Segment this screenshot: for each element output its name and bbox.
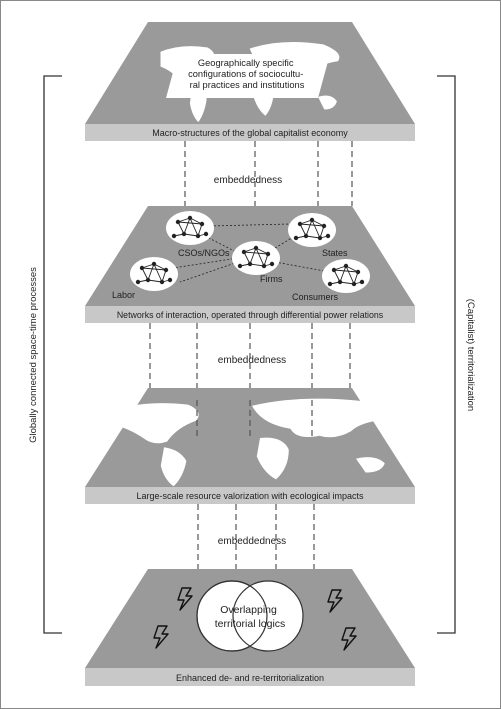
layer-territorialization: Overlapping territorial logics Enhanced … [85, 569, 415, 686]
left-side-label: Globally connected space-time processes [28, 267, 39, 443]
layer-networks: CSOs/NGOs States Firms Labor Consumers N… [85, 206, 415, 323]
network-graph-icon [287, 212, 337, 248]
embeddedness-label-3: embeddedness [218, 536, 286, 547]
dashed-connectors-3 [197, 504, 315, 572]
dashed-connectors-2 [149, 323, 351, 440]
layer-resource-valorization: Large-scale resource valorization with e… [85, 388, 415, 504]
right-side-label: (Capitalist) territorialization [465, 299, 476, 411]
right-bracket [437, 75, 456, 634]
actor-label-consumers: Consumers [292, 292, 339, 302]
actor-label-firms: Firms [260, 274, 283, 284]
layer-label-macro: Macro-structures of the global capitalis… [152, 128, 348, 138]
network-graph-icon [129, 256, 179, 292]
network-graph-icon [165, 210, 215, 246]
dashed-connectors-1 [184, 141, 353, 206]
actor-label-states: States [322, 248, 348, 258]
institutions-overlay-box [166, 54, 330, 98]
layer-label-networks: Networks of interaction, operated throug… [117, 310, 384, 320]
actor-label-csos: CSOs/NGOs [178, 248, 230, 258]
network-graph-icon [231, 240, 281, 276]
institutions-overlay-text: Geographically specific configurations o… [188, 58, 306, 90]
embeddedness-label-2: embeddedness [218, 355, 286, 366]
layer-label-resource: Large-scale resource valorization with e… [136, 491, 364, 501]
left-bracket [43, 75, 62, 634]
layer-label-territorialization: Enhanced de- and re-territorialization [176, 673, 324, 683]
network-graph-icon [321, 258, 371, 294]
overlapping-logics-text: Overlapping territorial logics [215, 604, 286, 630]
actor-label-labor: Labor [112, 290, 135, 300]
overlapping-circles [196, 580, 304, 652]
embeddedness-label-1: embeddedness [214, 175, 282, 186]
layer-macro-structures: Geographically specific configurations o… [85, 22, 415, 141]
